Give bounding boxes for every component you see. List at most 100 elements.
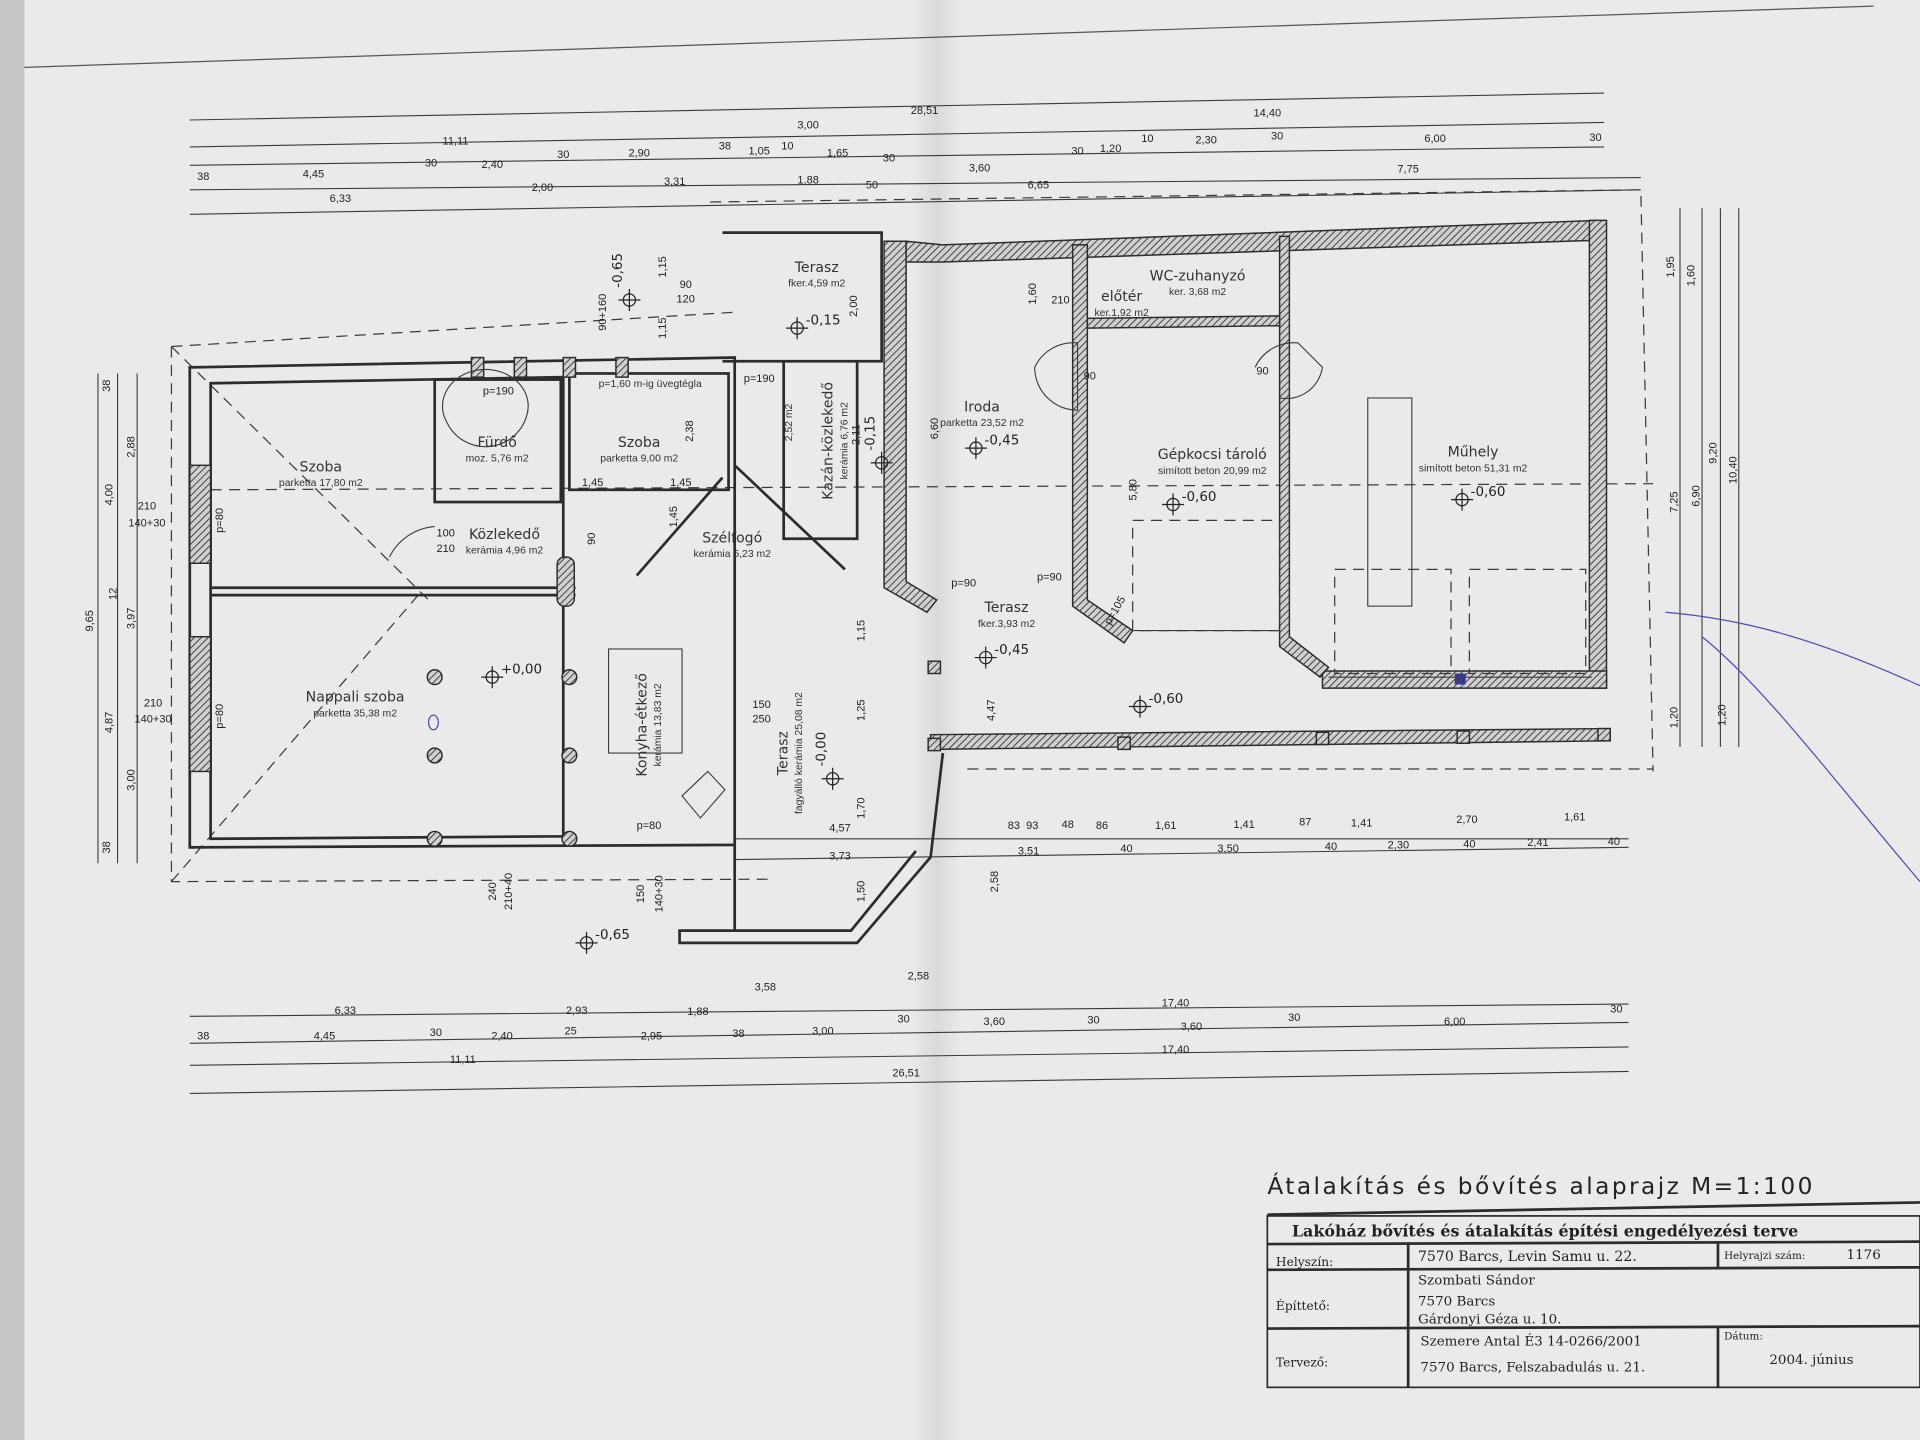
opening-label: 90 — [1256, 366, 1268, 378]
dimension-label: 2,40 — [491, 1031, 512, 1043]
dimension-label: 17,40 — [1162, 1044, 1190, 1056]
opening-label: 210 — [138, 500, 156, 512]
dimension-label: 17,40 — [1162, 998, 1190, 1010]
opening-label: 250 — [752, 713, 770, 725]
room-detail: parketta 35,38 m2 — [313, 708, 397, 719]
room-detail: parketta 23,52 m2 — [940, 418, 1024, 429]
opening-label: 140+30 — [128, 518, 165, 530]
dimension-label: 26,51 — [892, 1067, 920, 1079]
location-value: 7570 Barcs, Levin Samu u. 22. — [1418, 1249, 1637, 1265]
glass-block-note: p=1,60 m-ig üvegtégla — [599, 379, 702, 390]
dimension-label: 2,58 — [908, 971, 929, 983]
level-value: -0,65 — [595, 928, 630, 943]
dimension-label: 3,58 — [755, 982, 776, 994]
level-value: -0,60 — [1182, 490, 1217, 505]
dimension-label: 1,61 — [1564, 811, 1585, 823]
drawing-heading: Átalakítás és bővítés alaprajz M=1:100 — [1267, 1172, 1814, 1200]
dimension-label: 30 — [430, 1027, 442, 1039]
dimension-label: 3,60 — [969, 162, 990, 174]
dimension-label: 1,88 — [797, 175, 818, 187]
dimension-label: 14,40 — [1254, 107, 1282, 119]
room-detail: fker.4,59 m2 — [788, 279, 845, 290]
level-marker-icon — [1162, 493, 1185, 516]
dimension-label: 1,20 — [1669, 707, 1681, 728]
dimension-label: 6,33 — [335, 1005, 356, 1017]
dimension-label: 2,93 — [566, 1005, 587, 1017]
room-name: Fürdő — [477, 435, 516, 451]
dimension-label: 30 — [1071, 145, 1083, 157]
dimension-label: 1,45 — [670, 477, 691, 489]
date-label: Dátum: — [1724, 1331, 1763, 1343]
dimension-label: 3,00 — [797, 120, 818, 132]
dimension-label: 30 — [898, 1013, 910, 1025]
level-marker-icon — [821, 767, 844, 790]
dimension-label: 4,45 — [303, 169, 324, 181]
dimension-label: 93 — [1026, 820, 1038, 832]
opening-label: p=80 — [637, 820, 662, 832]
dimension-label: 1,15 — [855, 620, 867, 641]
dimension-label: 25 — [564, 1026, 576, 1038]
level-value: -0,60 — [1149, 692, 1184, 707]
dimension-label: 2,00 — [532, 182, 553, 194]
dimension-label: 1,45 — [668, 506, 680, 527]
dimension-label: 38 — [732, 1028, 744, 1040]
room-name: Iroda — [964, 399, 1000, 415]
dimension-label: 6,65 — [1028, 180, 1049, 192]
opening-label: 90 — [586, 533, 598, 545]
parcel-value: 1176 — [1847, 1248, 1881, 1263]
level-value: -0,65 — [611, 253, 626, 288]
room-detail: parketta 17,80 m2 — [279, 478, 363, 489]
dimension-label: 38 — [101, 380, 113, 392]
dimension-label: 4,47 — [985, 699, 997, 720]
dimension-label: 1,15 — [657, 317, 669, 338]
room-name: Terasz — [984, 600, 1029, 616]
dimension-label: 40 — [1608, 836, 1620, 848]
dimension-label: 38 — [197, 1031, 209, 1043]
dimension-label: 1,88 — [687, 1006, 708, 1018]
dimension-label: 2,30 — [1388, 840, 1409, 852]
opening-label: p=190 — [483, 385, 514, 397]
dimension-label: 2,00 — [848, 295, 860, 316]
dimension-label: 2,88 — [126, 436, 138, 457]
dimension-label: 2,40 — [482, 159, 503, 171]
level-marker-icon — [974, 646, 997, 669]
location-label: Helyszín: — [1276, 1255, 1333, 1269]
room-name: Nappali szoba — [306, 690, 405, 706]
dimension-label: 2,41 — [1527, 837, 1548, 849]
level-value: +0,00 — [501, 662, 542, 677]
designer-label: Tervező: — [1276, 1356, 1328, 1370]
level-marker-icon — [1128, 695, 1152, 718]
dimension-label: 11,11 — [443, 135, 469, 147]
dimension-label: 30 — [1288, 1012, 1300, 1024]
project-title: Lakóház bővítés és átalakítás építési en… — [1292, 1222, 1798, 1241]
dimension-label: 5,80 — [1127, 479, 1139, 500]
opening-label: 140+30 — [653, 875, 665, 912]
level-value: -0,45 — [994, 643, 1029, 658]
dimension-label: 1,41 — [1351, 818, 1372, 830]
client-label: Építtető: — [1276, 1298, 1330, 1313]
room-name: Kazán-közlekedő — [821, 382, 837, 500]
dimension-label: 1,20 — [1716, 704, 1728, 725]
dimension-label: 2,58 — [989, 871, 1001, 892]
page-fold — [912, 0, 962, 1440]
dimension-label: 3,51 — [1018, 846, 1039, 858]
level-value: -0,45 — [984, 433, 1019, 448]
level-marker-icon — [481, 666, 504, 689]
room-detail: ker. 3,68 m2 — [1169, 287, 1226, 298]
room-detail: kerámia 5,23 m2 — [694, 549, 772, 560]
room-name: WC-zuhanyzó — [1150, 268, 1246, 284]
dimension-label: 2,90 — [628, 148, 649, 160]
dimension-label: 40 — [1120, 843, 1132, 855]
level-marker-icon — [870, 451, 893, 474]
dimension-label: 30 — [557, 149, 569, 161]
dimension-label: 30 — [883, 153, 895, 165]
opening-label: p=80 — [214, 704, 226, 729]
dimension-label: 6,00 — [1424, 133, 1445, 145]
level-value: -0,00 — [814, 732, 829, 767]
dimension-label: 30 — [425, 158, 437, 170]
room-name: Szoba — [300, 459, 343, 475]
opening-label: 150 — [752, 699, 770, 711]
room-name: előtér — [1101, 289, 1142, 305]
dimension-label: 48 — [1062, 819, 1074, 831]
level-marker-icon — [964, 437, 987, 460]
